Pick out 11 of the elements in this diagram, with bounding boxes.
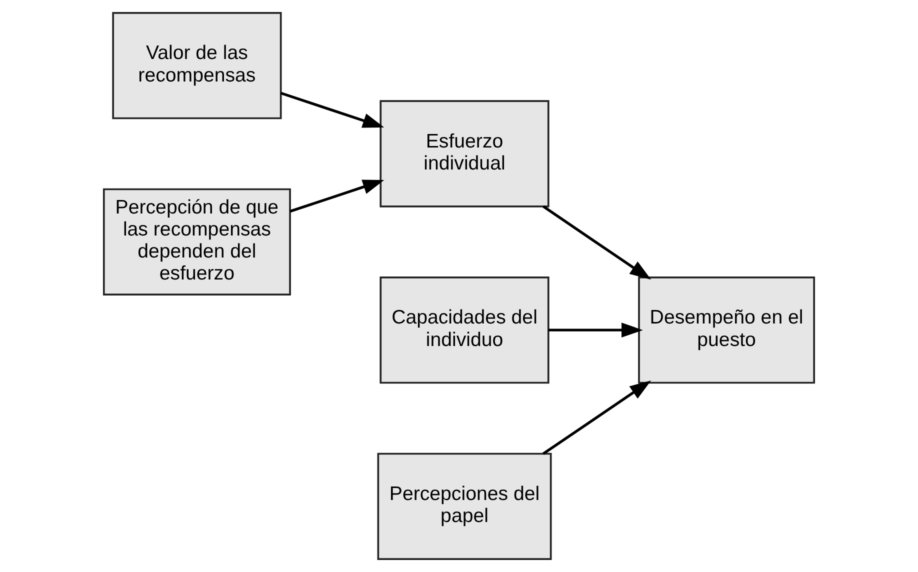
arrow — [280, 92, 384, 128]
node-box: Valor de las recompensas — [112, 12, 282, 120]
arrow — [548, 322, 643, 338]
node-box: Percepción de que las recompensas dependen del esfuerzo — [102, 188, 291, 296]
node-box: Esfuerzo individual — [380, 100, 550, 208]
arrow — [542, 205, 652, 280]
node-box: Capacidades del individuo — [380, 276, 550, 384]
node-box: Percepciones del papel — [377, 452, 552, 560]
node-box: Desempeño en el puesto — [638, 276, 816, 384]
arrow — [542, 380, 652, 455]
arrow — [290, 180, 384, 213]
